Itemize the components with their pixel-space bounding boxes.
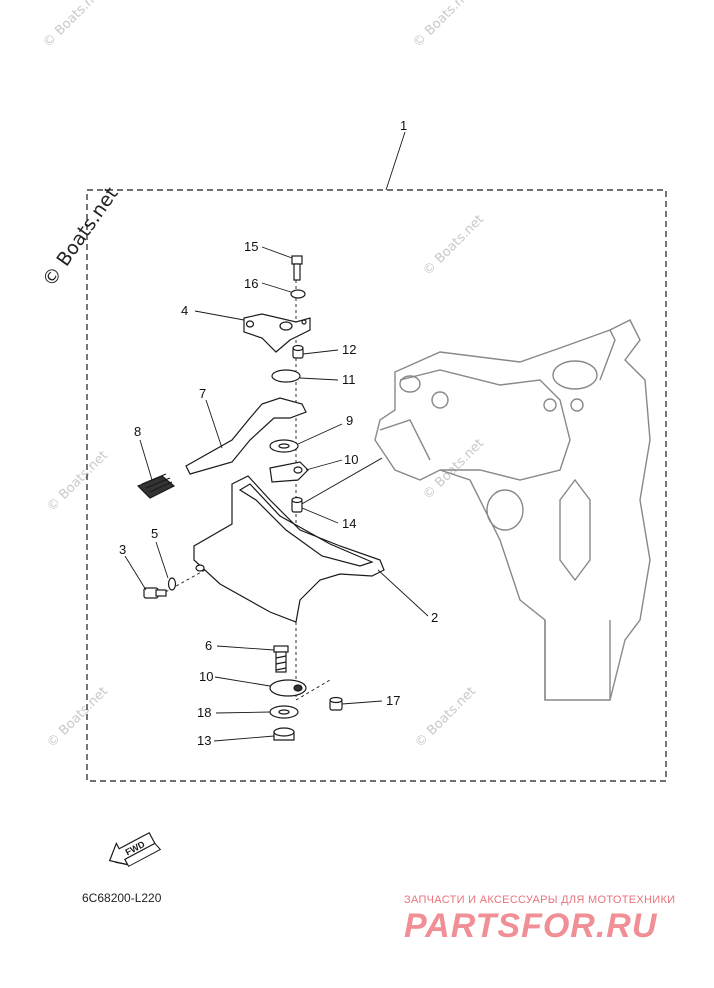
part-plate-10-upper — [269, 461, 309, 483]
callout-8: 8 — [134, 424, 141, 439]
callout-10-upper: 10 — [344, 452, 358, 467]
callout-1: 1 — [400, 118, 407, 133]
callout-11: 11 — [342, 372, 356, 387]
diagram-code: 6C68200-L220 — [82, 891, 162, 905]
callout-16: 16 — [244, 276, 258, 291]
watermark: © Boats.net — [44, 684, 111, 751]
part-bolt-15 — [291, 255, 303, 281]
callout-3: 3 — [119, 542, 126, 557]
part-bracket-2 — [193, 475, 385, 623]
callout-7: 7 — [199, 386, 206, 401]
part-washer-9 — [269, 439, 299, 453]
callout-15: 15 — [244, 239, 258, 254]
callout-18: 18 — [197, 705, 211, 720]
part-bolt-3 — [143, 587, 167, 599]
fwd-arrow-icon: FWD — [108, 831, 162, 868]
part-spacer-14 — [291, 496, 303, 513]
part-nut-13 — [273, 727, 295, 741]
watermark: © Boats.net — [420, 212, 487, 279]
watermark: © Boats.net — [44, 448, 111, 515]
callouts: 1 2 3 4 5 6 7 8 9 10 10 11 12 13 14 15 1… — [119, 118, 438, 748]
callout-2: 2 — [431, 610, 438, 625]
shop-tagline: ЗАПЧАСТИ И АКСЕССУАРЫ ДЛЯ МОТОТЕХНИКИ — [404, 894, 676, 906]
callout-13: 13 — [197, 733, 211, 748]
callout-12: 12 — [342, 342, 356, 357]
assembly-box — [86, 189, 667, 782]
part-arm-7 — [185, 397, 307, 475]
shop-logo: PARTSFOR.RU — [404, 907, 658, 945]
callout-4: 4 — [181, 303, 188, 318]
part-nut-17 — [329, 696, 343, 711]
watermark: © Boats.net — [410, 0, 477, 51]
callout-5: 5 — [151, 526, 158, 541]
callout-10-lower: 10 — [199, 669, 213, 684]
leader-line — [299, 457, 383, 506]
leader-lines — [124, 131, 429, 742]
part-bolt-6 — [273, 645, 289, 673]
watermark: © Boats.net — [412, 684, 479, 751]
parts — [136, 255, 385, 741]
part-collar-12 — [292, 344, 304, 359]
part-grip-8 — [136, 473, 176, 499]
part-washer-11 — [271, 369, 301, 383]
callout-9: 9 — [346, 413, 353, 428]
callout-14: 14 — [342, 516, 356, 531]
part-plate-10-lower — [269, 679, 307, 697]
assembly-axis — [295, 679, 331, 701]
assembly-axis — [159, 569, 206, 596]
callout-6: 6 — [205, 638, 212, 653]
watermark-main: © Boats.net — [38, 183, 123, 291]
part-washer-16 — [290, 289, 306, 299]
part-plate-4 — [243, 313, 311, 353]
callout-17: 17 — [386, 693, 400, 708]
watermark: © Boats.net — [40, 0, 107, 51]
part-washer-5 — [167, 577, 177, 591]
engine-bracket-outline — [374, 319, 651, 701]
part-washer-18 — [269, 705, 299, 719]
